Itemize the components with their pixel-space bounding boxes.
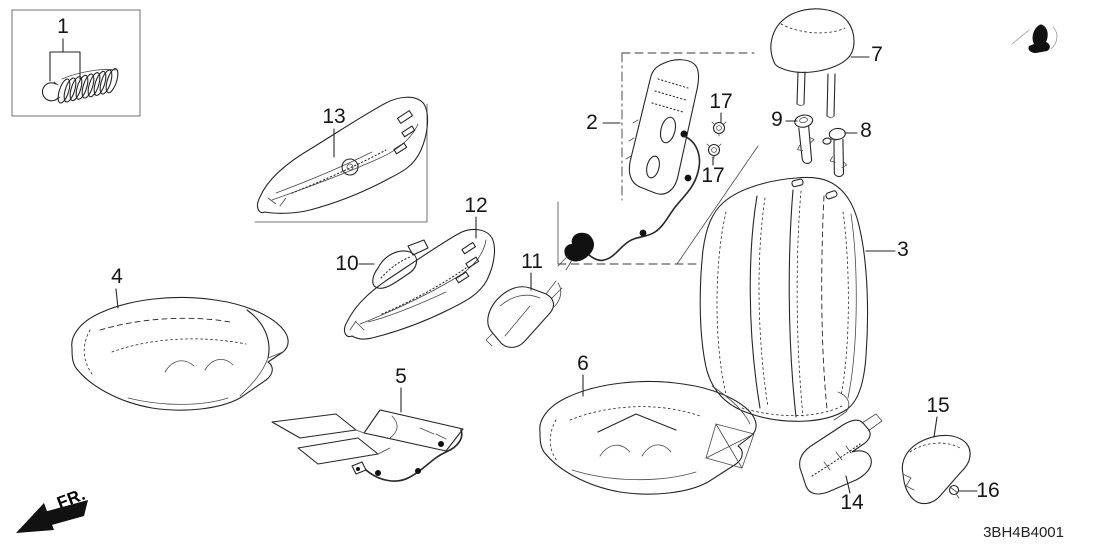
leader-lines: [49, 38, 978, 494]
harness-clip-17-lower: [706, 143, 722, 159]
headrest: [770, 8, 855, 118]
callout-12: 12: [464, 194, 488, 217]
outer-foot-cover: [901, 434, 971, 505]
harness-clip-17-upper: [711, 121, 727, 137]
headrest-guide-lock: [822, 127, 848, 178]
callout-11: 11: [521, 250, 543, 273]
callout-7: 7: [871, 43, 883, 66]
recliner-inner-cover: [485, 280, 563, 348]
callout-15: 15: [926, 394, 950, 417]
headrest-guide: [794, 114, 815, 165]
callout-17-upper: 17: [709, 90, 733, 113]
drawing-code: 3BH4B4001: [983, 524, 1064, 541]
inset-box: [11, 9, 141, 117]
retainer-clip-and-spring: [41, 68, 119, 104]
callout-9: 9: [771, 108, 783, 131]
seat-side-panel-outer: [256, 96, 429, 214]
seat-side-panel-inner: [343, 229, 496, 340]
callout-10: 10: [335, 252, 359, 275]
seat-back-trim-cover: [699, 176, 869, 422]
callout-3: 3: [897, 238, 909, 261]
callout-14: 14: [840, 491, 864, 514]
seat-silhouette-icon: [1011, 24, 1058, 53]
callout-13: 13: [322, 105, 346, 128]
side-airbag-module: [557, 59, 701, 271]
callout-5: 5: [395, 365, 407, 388]
seat-heater-mat: [271, 409, 464, 482]
callout-2: 2: [586, 111, 598, 134]
recliner-cap: [372, 239, 429, 289]
fr-arrow-icon: [16, 500, 88, 533]
inner-foot-cover: [799, 413, 883, 495]
callout-6: 6: [577, 352, 589, 375]
callout-1: 1: [57, 15, 69, 38]
callout-16: 16: [976, 479, 1000, 502]
seat-cushion-trim-cover: [539, 380, 757, 495]
callout-17-lower: 17: [701, 164, 725, 187]
airbag-boundary-dashes: [557, 52, 759, 265]
callout-8: 8: [860, 119, 872, 142]
screw: [948, 484, 960, 499]
callout-4: 4: [111, 265, 123, 288]
seat-cushion-pad: [71, 296, 289, 411]
